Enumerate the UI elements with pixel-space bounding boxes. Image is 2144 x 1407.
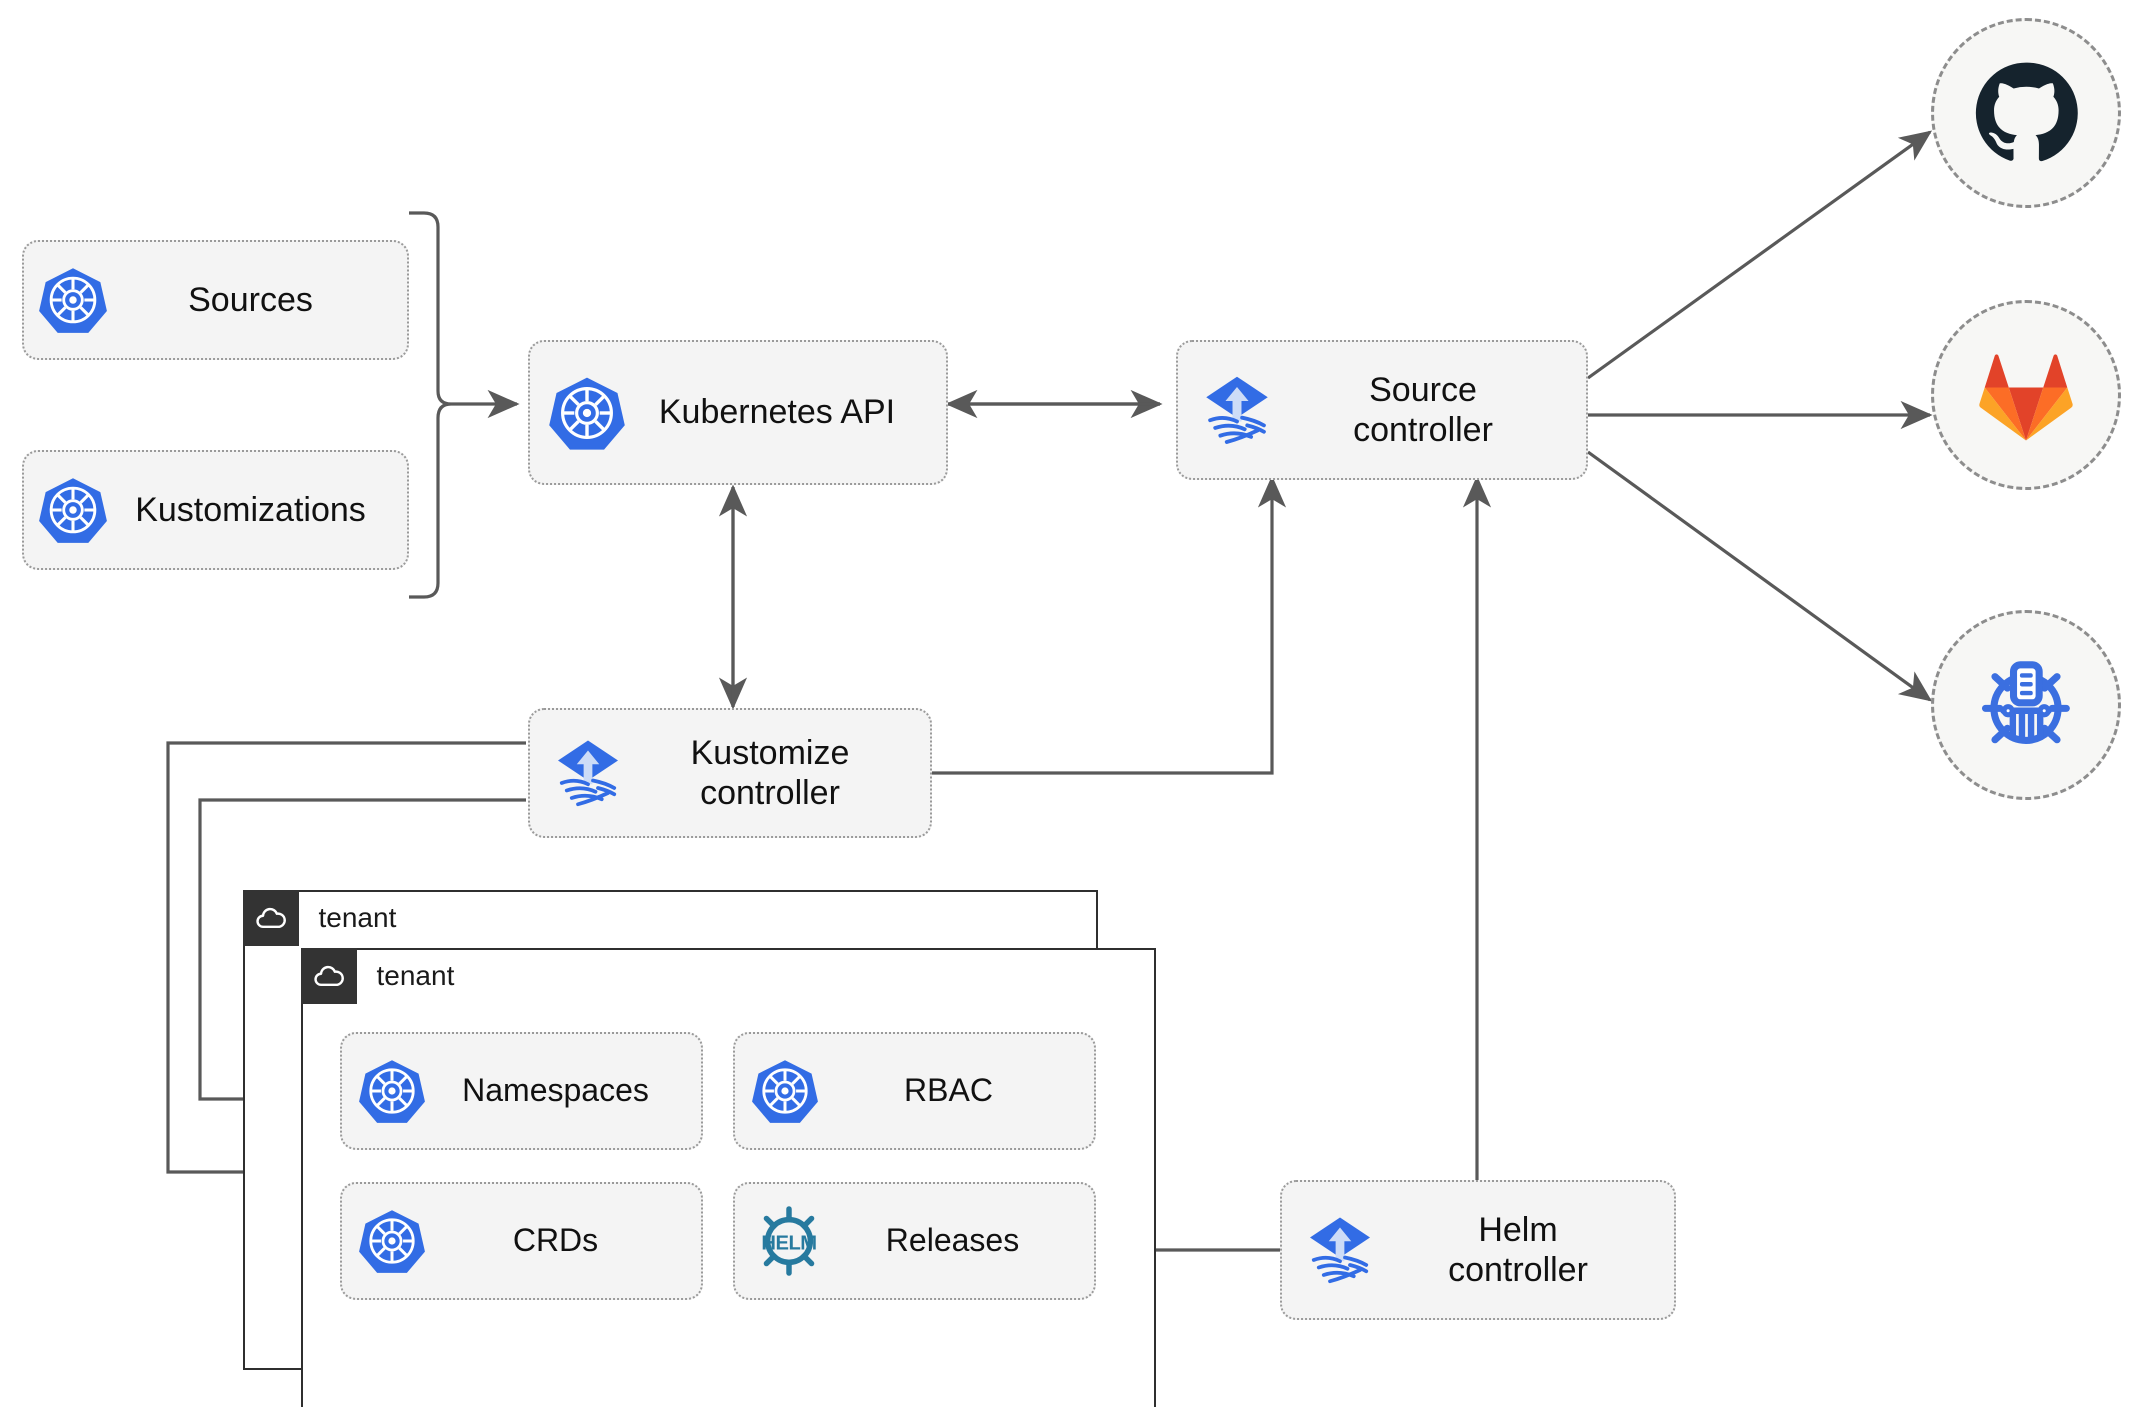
node-label: Sources — [188, 280, 313, 319]
cloud-icon — [242, 889, 299, 946]
gitlab-icon — [1979, 354, 2073, 441]
node-label: RBAC — [904, 1072, 993, 1109]
svg-text:HELM: HELM — [761, 1232, 816, 1254]
node-label: Kubernetes API — [658, 393, 896, 432]
node-releases[interactable]: HELM Releases — [733, 1182, 1096, 1300]
node-label: Source controller — [1353, 370, 1493, 449]
kubernetes-icon — [751, 1057, 819, 1125]
node-kustomize-controller[interactable]: Kustomize controller — [528, 708, 932, 838]
tenant-titlebar: tenant — [300, 947, 455, 1004]
flux-icon — [548, 733, 628, 813]
flux-icon — [1300, 1210, 1380, 1290]
provider-gitlab[interactable] — [1931, 300, 2121, 490]
tenant-label: tenant — [376, 959, 455, 991]
kubernetes-icon — [358, 1057, 426, 1125]
kubernetes-icon — [548, 374, 626, 452]
helm-repository-icon — [1981, 661, 2070, 744]
node-label: Kustomizations — [135, 490, 366, 529]
node-kubernetes-api[interactable]: Kubernetes API — [528, 340, 948, 485]
node-label: Releases — [885, 1222, 1020, 1259]
tenant-titlebar: tenant — [242, 889, 397, 946]
node-label: Namespaces — [462, 1072, 649, 1109]
provider-helm-repository[interactable] — [1931, 610, 2121, 800]
wire-kustomize-to-source — [932, 475, 1287, 775]
tenant-label: tenant — [318, 901, 397, 933]
kubernetes-icon — [38, 265, 108, 335]
github-icon — [1975, 62, 2078, 162]
node-label: Helm controller — [1448, 1210, 1588, 1289]
wire-source-to-github — [1587, 130, 1933, 380]
provider-github[interactable] — [1931, 18, 2121, 208]
flux-icon — [1196, 369, 1278, 451]
tenant-window-inner[interactable]: tenant — [300, 947, 1156, 1407]
node-rbac[interactable]: RBAC — [733, 1032, 1096, 1150]
node-crds[interactable]: CRDs — [340, 1182, 703, 1300]
node-label: Kustomize controller — [690, 733, 850, 812]
brace-sources-kustomizations — [409, 211, 452, 599]
node-source-controller[interactable]: Source controller — [1176, 340, 1588, 480]
helm-icon: HELM — [751, 1203, 827, 1279]
kubernetes-icon — [358, 1207, 426, 1275]
node-sources[interactable]: Sources — [22, 240, 409, 360]
wire-source-to-helmrepo — [1587, 450, 1933, 702]
cloud-icon — [300, 947, 357, 1004]
node-namespaces[interactable]: Namespaces — [340, 1032, 703, 1150]
node-label: CRDs — [512, 1222, 599, 1259]
kubernetes-icon — [38, 475, 108, 545]
node-kustomizations[interactable]: Kustomizations — [22, 450, 409, 570]
node-helm-controller[interactable]: Helm controller — [1280, 1180, 1676, 1320]
